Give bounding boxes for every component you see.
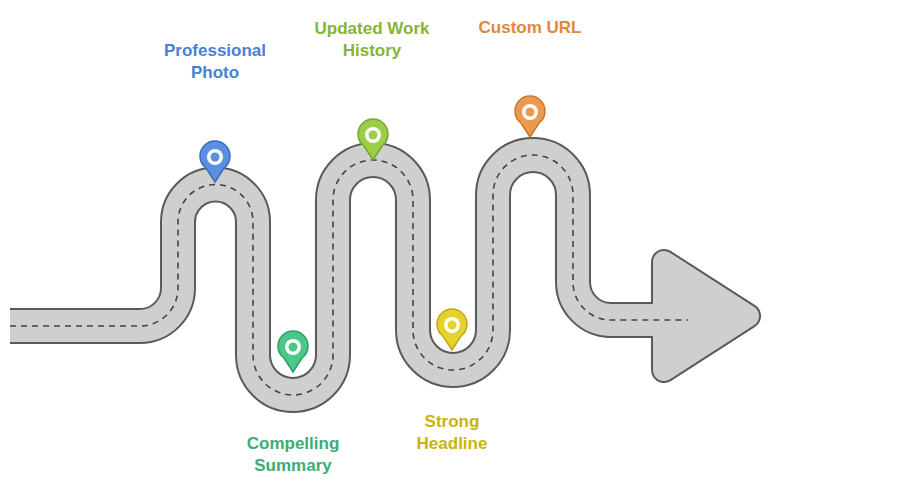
arrow-head-outline [664, 262, 748, 370]
map-pin [515, 96, 545, 137]
arrow-head [664, 262, 748, 370]
road-centerline [10, 155, 688, 395]
pin-dot [289, 343, 298, 352]
pin-ring [522, 104, 538, 120]
milestone-label: Custom URL [450, 17, 610, 39]
winding-road [10, 155, 748, 395]
pin-dot [526, 108, 535, 117]
road-surface [10, 155, 690, 395]
map-pin [200, 141, 230, 182]
map-pin [358, 119, 388, 160]
map-pin [437, 309, 467, 350]
pin-dot [448, 321, 457, 330]
pin-body [437, 309, 467, 350]
map-pin [278, 331, 308, 372]
pin-ring [444, 317, 460, 333]
milestone-label: Updated Work History [302, 18, 442, 62]
milestone-label: Professional Photo [145, 40, 285, 84]
pin-body [515, 96, 545, 137]
pin-dot [369, 131, 378, 140]
pin-ring [207, 149, 223, 165]
pin-body [200, 141, 230, 182]
road-outline [10, 155, 690, 395]
milestone-label: Strong Headline [397, 411, 507, 455]
pin-ring [365, 127, 381, 143]
pin-body [278, 331, 308, 372]
pin-dot [211, 153, 220, 162]
pin-ring [285, 339, 301, 355]
pin-body [358, 119, 388, 160]
milestone-label: Compelling Summary [228, 433, 358, 477]
